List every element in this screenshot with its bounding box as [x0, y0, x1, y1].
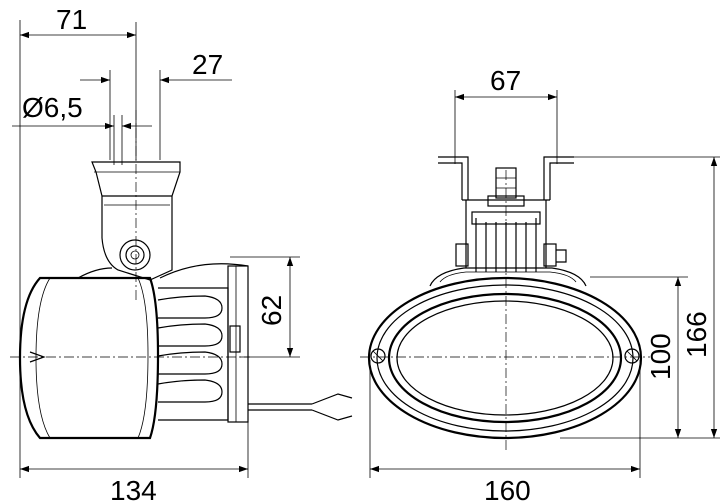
- dim-6-5-label: Ø6,5: [22, 92, 83, 123]
- dim-134-label: 134: [110, 475, 157, 502]
- dim-166-label: 166: [681, 311, 712, 358]
- dim-27-label: 27: [192, 49, 223, 80]
- dim-67-label: 67: [490, 65, 521, 96]
- mounting-bracket: [438, 156, 574, 207]
- side-view: [10, 20, 353, 478]
- dim-100-label: 100: [645, 333, 676, 380]
- power-cable: [248, 393, 353, 421]
- dim-160-label: 160: [484, 475, 531, 502]
- front-view: [360, 90, 720, 478]
- dim-62-label: 62: [256, 295, 287, 326]
- heat-sink-fins: [157, 287, 229, 421]
- dim-71-label: 71: [56, 4, 87, 35]
- dimension-lines: [12, 31, 718, 473]
- lens-housing: [367, 276, 643, 440]
